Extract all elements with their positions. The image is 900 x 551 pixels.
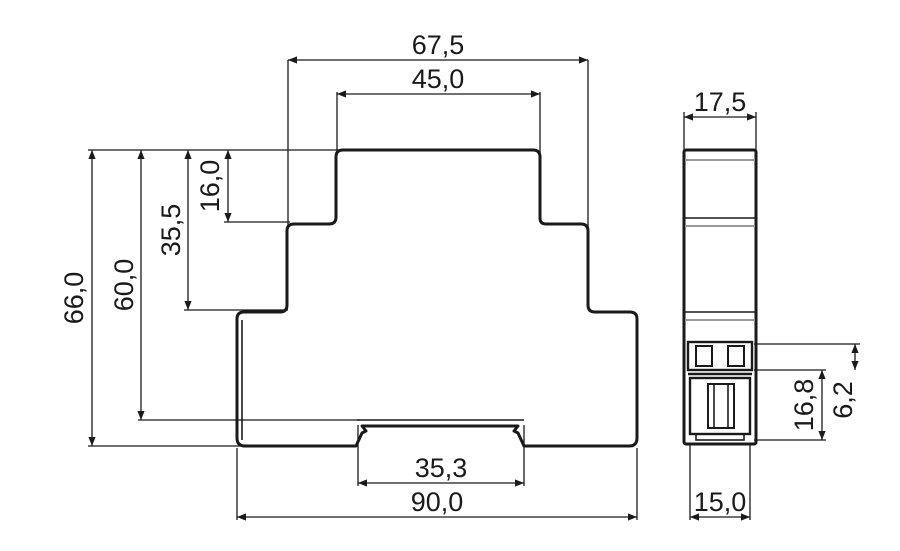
dim-label-terminal-upper: 6,2 — [828, 381, 858, 419]
front-view: 67,5 45,0 66,0 60,0 35,5 — [59, 30, 639, 521]
dim-label-rail-width: 35,3 — [415, 453, 468, 483]
side-view-outline — [682, 148, 758, 446]
dim-label-total-width: 90,0 — [411, 487, 464, 517]
terminal-block — [686, 340, 754, 441]
dim-top-step-height: 16,0 — [195, 150, 290, 223]
dim-label-inner-top-width: 45,0 — [412, 64, 465, 94]
dim-label-side-bottom-width: 15,0 — [694, 487, 747, 517]
dim-label-side-top-width: 17,5 — [694, 87, 747, 117]
dim-label-top-step-height: 16,0 — [195, 160, 225, 213]
dim-body-height: 60,0 — [109, 150, 360, 421]
dim-top-width: 67,5 — [287, 30, 589, 228]
dim-label-body-height: 60,0 — [109, 259, 139, 312]
din-rail-slot — [241, 320, 524, 440]
dim-total-height: 66,0 — [59, 149, 345, 447]
side-view: 17,5 16,8 6,2 15,0 — [682, 87, 860, 521]
dim-side-top-width: 17,5 — [683, 87, 757, 150]
dim-side-bottom-width: 15,0 — [689, 444, 751, 521]
dim-label-step-height: 35,5 — [156, 204, 186, 257]
dim-total-width: 90,0 — [236, 448, 638, 521]
dim-terminal-upper: 6,2 — [754, 343, 860, 419]
dim-step-height: 35,5 — [156, 150, 288, 311]
dim-label-total-height: 66,0 — [59, 272, 89, 325]
front-view-outline — [235, 148, 639, 448]
dim-rail-width: 35,3 — [357, 425, 525, 487]
dim-label-top-width: 67,5 — [412, 30, 465, 60]
dim-inner-top-width: 45,0 — [336, 64, 541, 153]
dim-terminal-height: 16,8 — [754, 369, 826, 441]
dim-label-terminal-height: 16,8 — [789, 379, 819, 432]
